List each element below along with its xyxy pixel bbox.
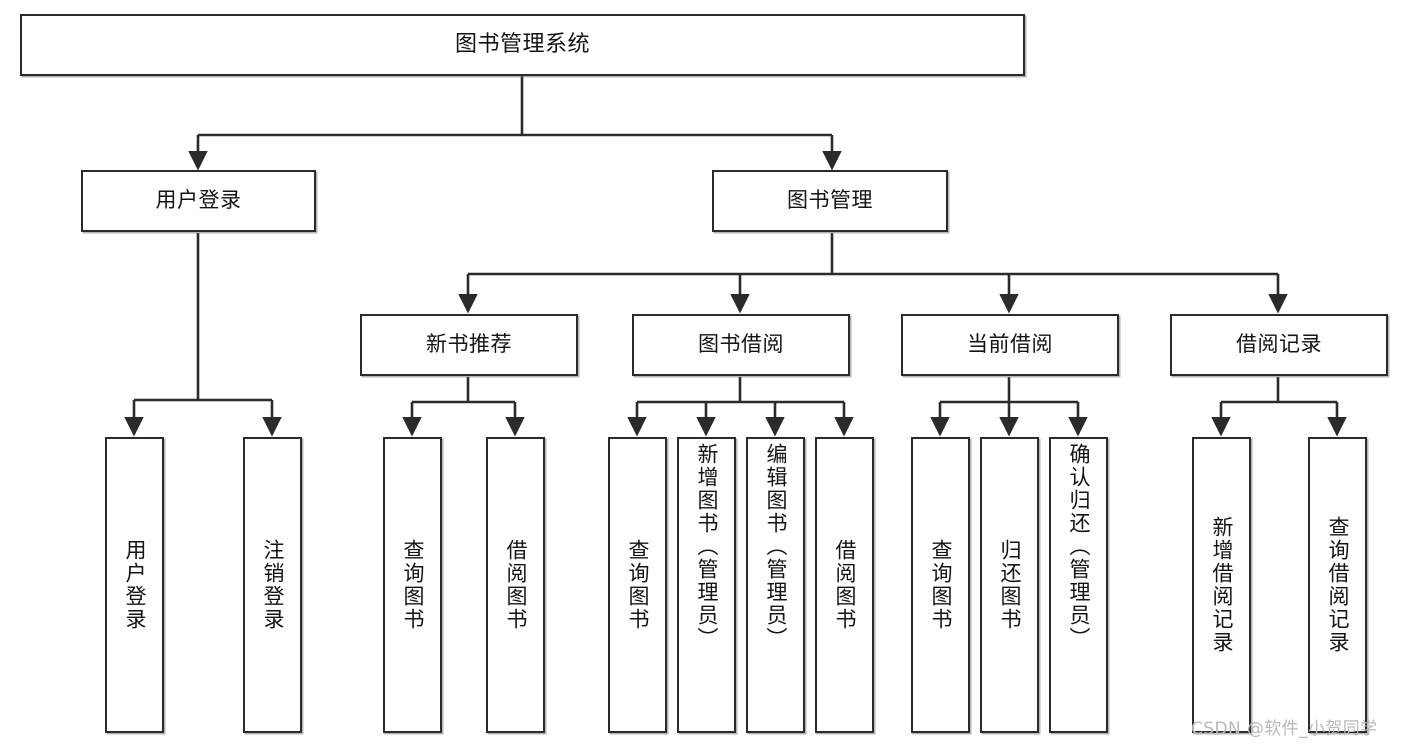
leaf-logout[interactable]: 注销登录: [243, 437, 302, 733]
leaf-add-book-label: 新增图书（管理员）: [695, 443, 719, 650]
node-new-book-rec-label: 新书推荐: [426, 332, 512, 357]
leaf-confirm-return[interactable]: 确认归还（管理员）: [1049, 437, 1108, 733]
leaf-edit-book-label: 编辑图书（管理员）: [764, 443, 788, 650]
leaf-query-book-2-label: 查询图书: [626, 539, 650, 631]
node-user-login[interactable]: 用户登录: [81, 170, 316, 232]
leaf-query-book-3-label: 查询图书: [929, 539, 953, 631]
leaf-return-book-label: 归还图书: [998, 539, 1022, 631]
node-current-borrow[interactable]: 当前借阅: [901, 314, 1119, 376]
leaf-borrow-book-1[interactable]: 借阅图书: [486, 437, 545, 733]
node-root[interactable]: 图书管理系统: [20, 14, 1025, 76]
node-root-label: 图书管理系统: [454, 31, 590, 57]
leaf-query-record[interactable]: 查询借阅记录: [1308, 437, 1367, 733]
leaf-logout-label: 注销登录: [261, 539, 285, 631]
leaf-edit-book[interactable]: 编辑图书（管理员）: [746, 437, 805, 733]
leaf-add-record[interactable]: 新增借阅记录: [1192, 437, 1251, 733]
leaf-user-login[interactable]: 用户登录: [105, 437, 164, 733]
leaf-query-book-3[interactable]: 查询图书: [911, 437, 970, 733]
node-book-manage[interactable]: 图书管理: [712, 170, 948, 232]
node-borrow-record[interactable]: 借阅记录: [1170, 314, 1388, 376]
leaf-borrow-book-1-label: 借阅图书: [504, 539, 528, 631]
leaf-borrow-book-2-label: 借阅图书: [833, 539, 857, 631]
node-book-manage-label: 图书管理: [787, 188, 873, 213]
node-user-login-label: 用户登录: [155, 188, 242, 213]
node-book-borrow[interactable]: 图书借阅: [632, 314, 850, 376]
node-current-borrow-label: 当前借阅: [967, 332, 1053, 357]
node-borrow-record-label: 借阅记录: [1236, 332, 1322, 357]
leaf-borrow-book-2[interactable]: 借阅图书: [815, 437, 874, 733]
leaf-add-book[interactable]: 新增图书（管理员）: [677, 437, 736, 733]
leaf-user-login-label: 用户登录: [123, 539, 147, 631]
node-new-book-rec[interactable]: 新书推荐: [360, 314, 578, 376]
leaf-query-book-2[interactable]: 查询图书: [608, 437, 667, 733]
node-book-borrow-label: 图书借阅: [698, 332, 784, 357]
leaf-query-book-1-label: 查询图书: [401, 539, 425, 631]
leaf-return-book[interactable]: 归还图书: [980, 437, 1039, 733]
leaf-add-record-label: 新增借阅记录: [1210, 516, 1234, 654]
leaf-query-record-label: 查询借阅记录: [1326, 516, 1350, 654]
leaf-confirm-return-label: 确认归还（管理员）: [1067, 443, 1091, 650]
watermark-text: CSDN @软件_小贺同学: [1191, 719, 1378, 739]
leaf-query-book-1[interactable]: 查询图书: [383, 437, 442, 733]
